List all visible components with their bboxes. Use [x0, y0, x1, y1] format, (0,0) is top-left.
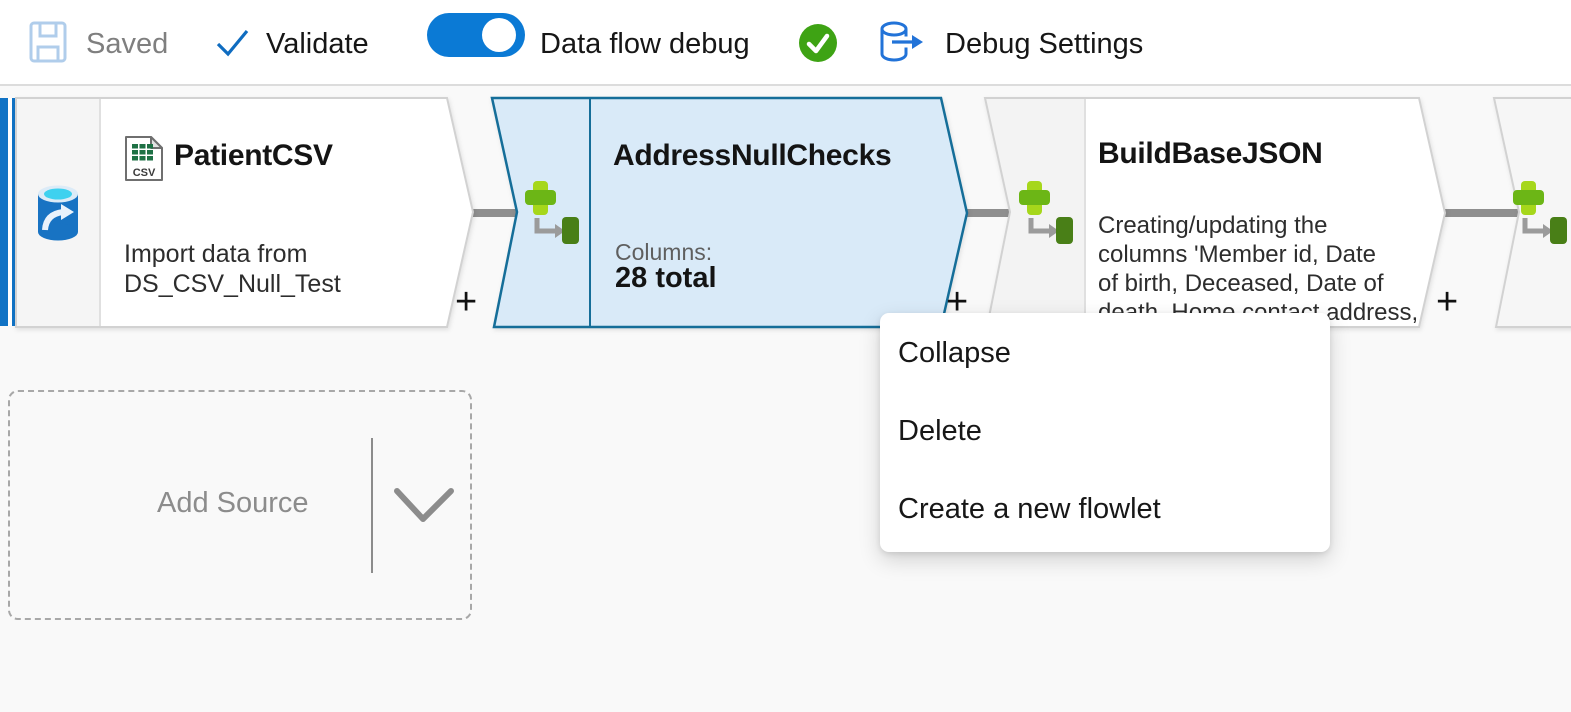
add-source-divider	[371, 438, 373, 573]
node-shape-selected	[490, 96, 969, 329]
toolbar: Saved Validate Data flow debug Debug Set…	[0, 0, 1571, 86]
svg-text:CSV: CSV	[133, 167, 156, 179]
derived-column-icon	[1513, 181, 1567, 244]
debug-success-icon	[799, 24, 837, 62]
debug-settings-icon	[880, 21, 923, 62]
dataflow-debug-label: Data flow debug	[540, 28, 750, 60]
menu-item-create-flowlet[interactable]: Create a new flowlet	[898, 493, 1161, 525]
left-edge-gap	[8, 98, 12, 326]
validate-check-icon	[216, 29, 249, 57]
edge-connector	[1428, 209, 1520, 217]
left-edge-accent-bar	[12, 98, 16, 326]
add-source-button[interactable]	[8, 390, 472, 620]
csv-file-icon: CSV	[125, 136, 163, 181]
menu-item-collapse[interactable]: Collapse	[898, 337, 1011, 369]
columns-label: Columns:	[615, 239, 713, 265]
menu-item-delete[interactable]: Delete	[898, 415, 982, 447]
validate-button[interactable]: Validate	[214, 0, 394, 84]
node-title: BuildBaseJSON	[1098, 137, 1323, 170]
save-icon	[29, 21, 67, 63]
debug-settings-button[interactable]: Debug Settings	[879, 0, 1169, 84]
context-menu: Collapse Delete Create a new flowlet	[880, 313, 1330, 552]
node-description: Creating/updating the columns 'Member id…	[1098, 212, 1419, 326]
derived-column-icon	[525, 181, 579, 244]
save-button[interactable]: Saved	[26, 0, 172, 84]
save-status-label: Saved	[86, 28, 169, 60]
left-edge-accent-bar	[0, 98, 8, 326]
toggle-knob	[482, 18, 516, 52]
node-title: AddressNullChecks	[613, 139, 892, 172]
debug-settings-label: Debug Settings	[945, 28, 1144, 60]
add-source-label: Add Source	[157, 487, 309, 519]
derived-column-icon	[1019, 181, 1073, 244]
chevron-down-icon[interactable]	[393, 487, 455, 527]
source-dataset-icon	[38, 185, 78, 241]
edge-connector	[950, 209, 1014, 217]
node-description: Import data from DS_CSV_Null_Test	[124, 240, 341, 298]
add-transformation-button[interactable]: +	[455, 281, 478, 323]
node-title: PatientCSV	[174, 139, 333, 172]
edge-connector	[450, 209, 520, 217]
validate-label: Validate	[266, 28, 369, 60]
dataflow-debug-toggle[interactable]	[427, 13, 525, 57]
node-shape	[983, 97, 1447, 328]
add-transformation-button[interactable]: +	[1436, 281, 1459, 323]
add-transformation-button[interactable]: +	[946, 281, 969, 323]
columns-value: 28 total	[615, 262, 717, 294]
